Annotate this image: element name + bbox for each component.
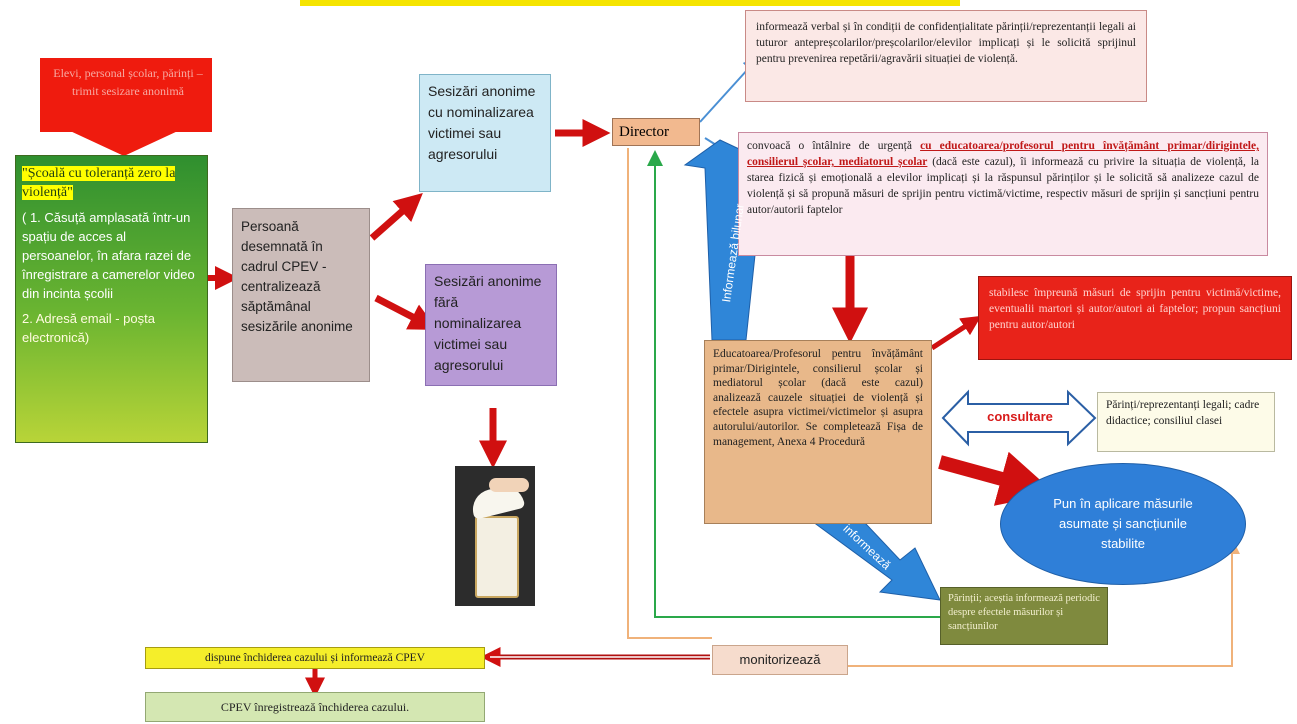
school-box-title: "Școală cu toleranță zero la violență" [22, 166, 176, 200]
consult-label: consultare [987, 409, 1053, 424]
reports-without-name-box: Sesizări anonime fără nominalizarea vict… [425, 264, 557, 386]
reports-with-name-box: Sesizări anonime cu nominalizarea victim… [419, 74, 551, 192]
arrow-cpev-to-with-name [369, 193, 423, 241]
monitor-label: monitorizează [739, 652, 821, 667]
meeting-text-part2: cu educatoarea/profesorul pentru învățăm… [747, 140, 1259, 168]
peach-monitor-line-right [848, 538, 1240, 667]
arrow-analysis-to-apply [938, 451, 1056, 506]
parents-periodic-text: Părinții; aceștia informează periodic de… [948, 593, 1100, 632]
establish-measures-box: stabilesc împreună măsuri de sprijin pen… [978, 276, 1292, 360]
director-box: Director [612, 118, 700, 146]
trash-bin-image [455, 466, 535, 606]
reports-with-name-text: Sesizări anonime cu nominalizarea victim… [428, 83, 536, 162]
arrow-analysis-to-establish [930, 315, 982, 351]
arrow-cpev-to-without-name [374, 294, 438, 330]
closing-decision-text: dispune închiderea cazului și informează… [204, 652, 426, 664]
green-feedback-line [647, 150, 940, 618]
cpev-registers-text: CPEV înregistrează închiderea cazului. [220, 700, 410, 714]
inform-parents-text: informează verbal și în condiții de conf… [756, 21, 1136, 65]
reports-without-name-text: Sesizări anonime fără nominalizarea vict… [434, 273, 542, 373]
parents-staff-text: Părinți/reprezentanți legali; cadre dida… [1106, 399, 1260, 427]
establish-measures-text: stabilesc împreună măsuri de sprijin pen… [989, 287, 1281, 331]
school-box-item2: 2. Adresă email - poșta electronică) [22, 311, 155, 345]
anonymous-report-source [40, 58, 212, 132]
director-label: Director [619, 124, 669, 140]
anonymous-report-source-tip [68, 130, 180, 156]
analysis-box: Educatoarea/Profesorul pentru învățământ… [704, 340, 932, 524]
trash-bin-hand [489, 478, 529, 492]
monitor-box: monitorizează [712, 645, 848, 675]
peach-monitor-line-left [627, 148, 712, 639]
cpev-registers-box: CPEV înregistrează închiderea cazului. [145, 692, 485, 722]
parents-staff-box: Părinți/reprezentanți legali; cadre dida… [1097, 392, 1275, 452]
cpev-designated-person-box: Persoană desemnată în cadrul CPEV - cent… [232, 208, 370, 382]
top-header-strip [300, 0, 960, 6]
apply-measures-text: Pun în aplicare măsurile asumate și sanc… [1053, 496, 1193, 551]
inform-parents-box: informează verbal și în condiții de conf… [745, 10, 1147, 102]
urgent-meeting-box: convoacă o întâlnire de urgență cu educa… [738, 132, 1268, 256]
apply-measures-ellipse: Pun în aplicare măsurile asumate și sanc… [1000, 463, 1246, 585]
consult-double-arrow [941, 389, 1097, 447]
meeting-text-part3: (dacă este cazul), îi informează cu priv… [747, 156, 1259, 216]
meeting-text-part1: convoacă o întâlnire de urgență [747, 140, 921, 152]
trash-bin-body [475, 516, 519, 598]
closing-decision-box: dispune închiderea cazului și informează… [145, 647, 485, 669]
analysis-text: Educatoarea/Profesorul pentru învățământ… [713, 348, 923, 448]
cpev-person-text: Persoană desemnată în cadrul CPEV - cent… [241, 219, 353, 334]
school-zero-tolerance-box: "Școală cu toleranță zero la violență" (… [15, 155, 208, 443]
parents-periodic-box: Părinții; aceștia informează periodic de… [940, 587, 1108, 645]
school-box-item1: ( 1. Căsuță amplasată într-un spațiu de … [22, 210, 195, 301]
anonymous-report-text: Elevi, personal școlar, părinți – trimit… [53, 66, 203, 98]
